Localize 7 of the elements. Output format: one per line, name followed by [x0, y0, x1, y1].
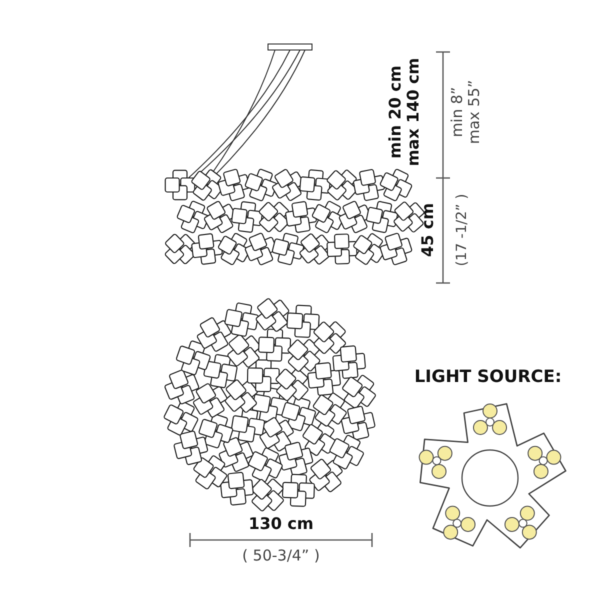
- section-heading: LIGHT SOURCE:: [414, 368, 562, 388]
- dimension-label: min 20 cm max 140 cm: [386, 56, 424, 168]
- dimension-label: 130 cm: [248, 514, 314, 534]
- dimension-label: (17 -1/2” ): [454, 192, 470, 268]
- dimension-label: 45 cm: [418, 202, 438, 259]
- dimension-label: ( 50-3/4” ): [242, 547, 320, 565]
- dimension-label: min 8” max 55”: [448, 78, 484, 146]
